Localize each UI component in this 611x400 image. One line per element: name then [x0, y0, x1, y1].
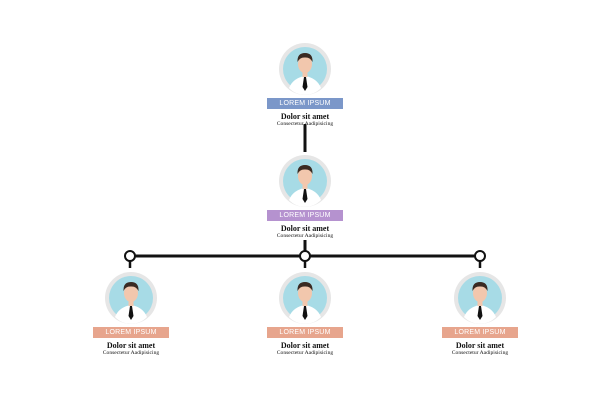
node-role: Consectetur Aadipisicing: [276, 350, 334, 356]
node-name: Dolor sit amet: [106, 341, 156, 350]
junction-center: [299, 250, 311, 262]
node-name: Dolor sit amet: [455, 341, 505, 350]
node-role: Consectetur Aadipisicing: [276, 121, 334, 127]
node-name: Dolor sit amet: [280, 224, 330, 233]
node-role: Consectetur Aadipisicing: [451, 350, 509, 356]
node-left: LOREM IPSUM Dolor sit amet Consectetur A…: [86, 272, 176, 357]
node-role: Consectetur Aadipisicing: [102, 350, 160, 356]
node-name: Dolor sit amet: [280, 341, 330, 350]
person-avatar-icon: [454, 272, 506, 324]
node-banner: LOREM IPSUM: [267, 327, 343, 338]
junction-left: [124, 250, 136, 262]
person-avatar-icon: [279, 272, 331, 324]
node-role: Consectetur Aadipisicing: [276, 233, 334, 239]
node-banner: LOREM IPSUM: [267, 98, 343, 109]
node-banner: LOREM IPSUM: [267, 210, 343, 221]
node-top: LOREM IPSUM Dolor sit amet Consectetur A…: [260, 43, 350, 128]
node-right: LOREM IPSUM Dolor sit amet Consectetur A…: [435, 272, 525, 357]
node-name: Dolor sit amet: [280, 112, 330, 121]
node-banner: LOREM IPSUM: [442, 327, 518, 338]
person-avatar-icon: [279, 43, 331, 95]
person-avatar-icon: [279, 155, 331, 207]
node-center: LOREM IPSUM Dolor sit amet Consectetur A…: [260, 272, 350, 357]
node-banner: LOREM IPSUM: [93, 327, 169, 338]
junction-right: [474, 250, 486, 262]
node-middle: LOREM IPSUM Dolor sit amet Consectetur A…: [260, 155, 350, 240]
person-avatar-icon: [105, 272, 157, 324]
